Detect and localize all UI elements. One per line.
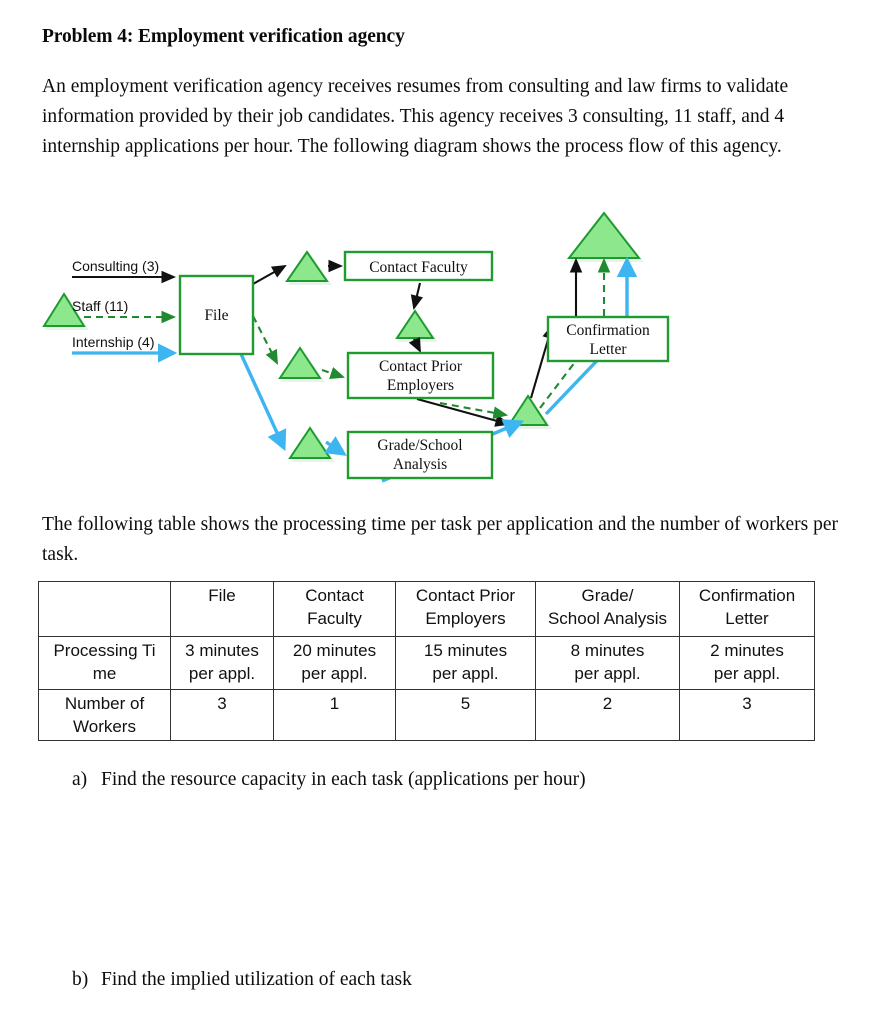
- table-cell: 2 minutes per appl.: [679, 636, 815, 690]
- cell-line: School Analysis: [547, 609, 668, 628]
- cell-line: 2: [602, 694, 613, 713]
- table-cell: 15 minutes per appl.: [395, 636, 536, 690]
- question-marker-a: a): [72, 769, 88, 790]
- flow-label-staff: Staff (11): [72, 298, 128, 314]
- cell-line: Contact Prior: [415, 586, 516, 605]
- table-header-cell-contact-prior-employers: Contact Prior Employers: [395, 581, 536, 637]
- cell-line: per appl.: [574, 664, 641, 683]
- table-cell: 3 minutes per appl.: [170, 636, 274, 690]
- process-box-grade-school-analysis-label-1: Grade/School: [377, 437, 462, 454]
- table-row: Number of Workers 3 1 5 2 3: [38, 689, 815, 741]
- process-box-file-label: File: [204, 307, 228, 324]
- table-cell: 5: [395, 689, 536, 741]
- cell-line: per appl.: [432, 664, 499, 683]
- row-label-number-of-workers: Number of Workers: [38, 689, 171, 741]
- intro-paragraph: An employment verification agency receiv…: [42, 76, 789, 157]
- cell-line: 2 minutes: [710, 641, 784, 660]
- process-flow-diagram: Consulting (3) Staff (11) Internship (4): [0, 196, 877, 506]
- cell-line: per appl.: [188, 664, 256, 683]
- table-header-cell-blank: [38, 581, 171, 637]
- cell-line: Grade/: [581, 586, 634, 605]
- cell-line: Number of: [64, 694, 145, 713]
- flow-label-consulting: Consulting (3): [72, 258, 159, 274]
- cell-line: Letter: [725, 609, 769, 628]
- table-cell: 3: [679, 689, 815, 741]
- processing-time-table: File Contact Faculty Contact Prior Emplo…: [38, 581, 815, 741]
- process-box-contact-prior-employers: Contact Prior Employers: [346, 351, 495, 400]
- cell-line: Workers: [73, 717, 136, 736]
- question-item-b: b) Find the implied utilization of each …: [72, 966, 812, 994]
- cell-line: 1: [329, 694, 340, 713]
- table-cell: 20 minutes per appl.: [273, 636, 396, 690]
- table-header-cell-contact-faculty: Contact Faculty: [273, 581, 396, 637]
- source-triangle: [42, 292, 86, 327]
- process-box-contact-faculty: Contact Faculty: [343, 250, 494, 282]
- table-header-cell-grade-school-analysis: Grade/ School Analysis: [535, 581, 680, 637]
- cell-line: 5: [460, 694, 471, 713]
- buffer-triangle-faculty-to-prior: [395, 309, 435, 339]
- buffer-triangle-output: [566, 211, 642, 259]
- cell-line: per appl.: [301, 664, 368, 683]
- cell-line: Processing Ti: [53, 641, 156, 660]
- process-box-confirmation-letter-label-1: Confirmation: [566, 322, 650, 339]
- page-title: Problem 4: Employment verification agenc…: [42, 26, 405, 47]
- buffer-triangle-contact-faculty: [285, 250, 329, 282]
- process-box-grade-school-analysis: Grade/School Analysis: [346, 430, 494, 480]
- cell-line: per appl.: [713, 664, 781, 683]
- table-intro-paragraph: The following table shows the processing…: [42, 514, 839, 565]
- process-box-contact-faculty-label: Contact Faculty: [369, 259, 468, 276]
- cell-line: 3: [217, 694, 227, 713]
- process-box-contact-prior-employers-label-2: Employers: [387, 377, 454, 394]
- buffer-triangle-grade-school-analysis: [288, 426, 332, 459]
- buffer-triangle-confirmation-merge: [507, 394, 549, 426]
- cell-line: File: [208, 586, 236, 605]
- process-box-confirmation-letter-label-2: Letter: [589, 341, 627, 358]
- table-cell: 8 minutes per appl.: [535, 636, 680, 690]
- table-cell: 2: [535, 689, 680, 741]
- question-item-a: a) Find the resource capacity in each ta…: [72, 766, 812, 794]
- process-box-grade-school-analysis-label-2: Analysis: [393, 456, 447, 473]
- cell-line: 15 minutes: [423, 641, 508, 660]
- buffer-triangle-contact-prior-employers: [278, 346, 322, 379]
- cell-line: Employers: [425, 609, 506, 628]
- cell-line: me: [92, 664, 117, 683]
- table-header-cell-file: File: [170, 581, 274, 637]
- cell-line: 3: [742, 694, 752, 713]
- process-box-file: File: [178, 274, 255, 356]
- table-header-row: File Contact Faculty Contact Prior Emplo…: [38, 581, 815, 637]
- cell-line: 20 minutes: [292, 641, 377, 660]
- cell-line: 3 minutes: [185, 641, 259, 660]
- question-text-a: Find the resource capacity in each task …: [101, 769, 586, 790]
- cell-line: Confirmation: [698, 586, 796, 605]
- process-box-confirmation-letter: Confirmation Letter: [546, 315, 670, 363]
- question-text-b: Find the implied utilization of each tas…: [101, 969, 412, 990]
- table-header-cell-confirmation-letter: Confirmation Letter: [679, 581, 815, 637]
- cell-line: Contact: [305, 586, 364, 605]
- row-label-processing-time: Processing Ti me: [38, 636, 171, 690]
- table-cell: 3: [170, 689, 274, 741]
- cell-line: 8 minutes: [570, 641, 645, 660]
- question-marker-b: b): [72, 969, 89, 990]
- table-cell: 1: [273, 689, 396, 741]
- process-box-contact-prior-employers-label-1: Contact Prior: [379, 358, 463, 375]
- table-row: Processing Ti me 3 minutes per appl. 20 …: [38, 636, 815, 690]
- flow-label-internship: Internship (4): [72, 334, 154, 350]
- cell-line: Faculty: [307, 609, 362, 628]
